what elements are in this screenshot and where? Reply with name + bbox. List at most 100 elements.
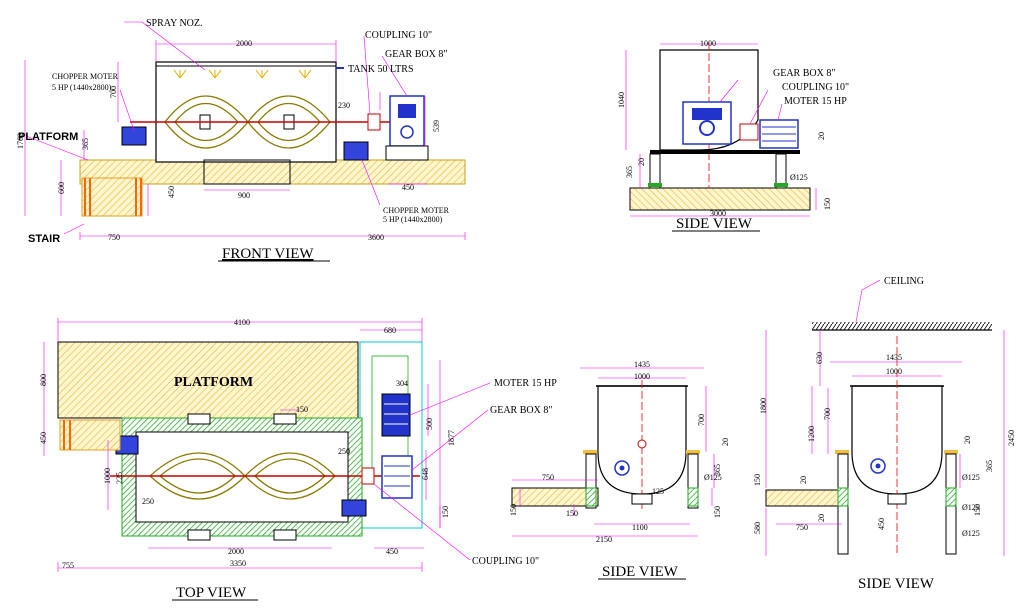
side3-dim-750: 750 [796, 523, 808, 532]
side2-platform [511, 487, 599, 507]
side3-dim-365: 365 [985, 460, 994, 472]
side1-base [629, 187, 811, 211]
side2-dim-1435: 1435 [634, 360, 650, 369]
dim-600: 600 [57, 182, 66, 194]
side1-label-gearbox: GEAR BOX 8" [773, 68, 835, 79]
side2-dim-700: 700 [697, 414, 706, 426]
spray-nozzles [173, 69, 312, 79]
side3-dim-125c: Ø125 [962, 529, 980, 538]
label-chopper-1a: CHOPPER MOTER [52, 72, 119, 81]
front-view-title: FRONT VIEW [222, 246, 314, 262]
side-view-3: CEILING 1435 1000 630 1800 1200 700 2450… [753, 276, 1016, 592]
front-dimensions [24, 40, 466, 240]
side3-dim-1435: 1435 [886, 353, 902, 362]
dim-1762: 1762 [16, 133, 25, 149]
side1-dim-1040: 1040 [617, 92, 626, 108]
side3-dim-150b: 150 [973, 504, 982, 516]
side-view-1: 1000 1040 20 20 365 Ø125 3000 150 GEAR B… [617, 39, 849, 232]
label-tank: TANK 50 LTRS [348, 64, 414, 75]
top-gearbox [381, 455, 413, 499]
side1-label-coupling: COUPLING 10" [782, 82, 849, 93]
side2-dim-1100: 1100 [632, 523, 648, 532]
label-ceiling: CEILING [884, 276, 924, 287]
side3-dim-125a: Ø125 [962, 473, 980, 482]
top-dim-150b: 150 [441, 506, 450, 518]
chopper-motor-right [343, 141, 369, 161]
side2-dim-150a: 150 [509, 504, 518, 516]
side3-dim-450: 450 [877, 518, 886, 530]
label-platform: PLATFORM [18, 131, 78, 143]
side1-coupling [739, 123, 759, 141]
side2-dim-750: 750 [542, 473, 554, 482]
side3-dim-125b: Ø125 [962, 503, 980, 512]
top-dim-2000: 2000 [228, 547, 244, 556]
top-coupling [361, 467, 375, 485]
side2-dim-125: Ø125 [704, 473, 722, 482]
side2-title: SIDE VIEW [602, 564, 679, 580]
label-chopper-2a: CHOPPER MOTER [383, 206, 450, 215]
side3-dim-20b: 20 [799, 476, 808, 484]
side2-dim-1000: 1000 [634, 372, 650, 381]
side2-dim-365: 365 [713, 464, 722, 476]
top-dim-800: 800 [39, 374, 48, 386]
dim-450a: 450 [402, 183, 414, 192]
side1-dim-20b: 20 [817, 132, 826, 140]
side3-dim-1200: 1200 [807, 426, 816, 442]
side3-dim-150a: 150 [753, 474, 762, 486]
dim-2000: 2000 [236, 39, 252, 48]
mixer-tank [155, 61, 337, 163]
side2-dim-125b: 125 [652, 487, 664, 496]
top-dim-755: 755 [62, 561, 74, 570]
top-dim-648: 648 [421, 468, 430, 480]
chopper-motor-left [121, 126, 147, 146]
label-stair: STAIR [28, 233, 60, 245]
side3-dim-2450: 2450 [1007, 430, 1016, 446]
label-spray-nozzle: SPRAY NOZ. [146, 18, 203, 29]
top-motor [381, 393, 411, 437]
top-label-motor: MOTER 15 HP [494, 378, 557, 389]
top-dim-250b: 250 [142, 497, 154, 506]
side2-dim-2150: 2150 [596, 535, 612, 544]
stair-block [81, 177, 143, 217]
dim-450b: 450 [167, 186, 176, 198]
front-view: SPRAY NOZ. COUPLING 10" GEAR BOX 8" TANK… [16, 18, 466, 262]
dim-3600: 3600 [368, 233, 384, 242]
side3-platform [765, 489, 843, 507]
top-view: 4100 680 304 800 150 450 1000 225 250 25… [39, 318, 557, 601]
dim-900: 900 [238, 191, 250, 200]
side2-dim-150c: 150 [713, 506, 722, 518]
side-view-2: 1435 1000 700 20 365 750 150 150 150 Ø12… [509, 360, 730, 580]
dim-750: 750 [108, 233, 120, 242]
side3-dim-20a: 20 [963, 436, 972, 444]
side2-dim-150b: 150 [566, 509, 578, 518]
top-dim-304: 304 [396, 379, 408, 388]
side3-dim-1000: 1000 [886, 367, 902, 376]
top-dim-3350: 3350 [230, 559, 246, 568]
label-gearbox: GEAR BOX 8" [385, 49, 447, 60]
top-dim-500: 500 [425, 418, 434, 430]
side3-dim-20c: 20 [817, 514, 826, 522]
label-chopper-2b: 5 HP (1440x2800) [383, 215, 443, 224]
top-label-platform: PLATFORM [174, 375, 253, 390]
dim-230: 230 [338, 101, 350, 110]
label-coupling: COUPLING 10" [365, 30, 432, 41]
side3-dim-630: 630 [815, 352, 824, 364]
top-label-coupling: COUPLING 10" [472, 556, 539, 567]
top-dim-250a: 250 [338, 447, 350, 456]
ceiling-hatch [812, 322, 992, 330]
top-dim-150: 150 [296, 405, 308, 414]
side1-label-motor: MOTER 15 HP [784, 96, 847, 107]
dim-700: 700 [109, 86, 118, 98]
top-dim-680: 680 [384, 326, 396, 335]
side1-dim-1000: 1000 [700, 39, 716, 48]
top-dim-1877: 1877 [447, 430, 456, 446]
side1-dim-20a: 20 [637, 158, 646, 166]
top-chopper-right [341, 499, 367, 517]
top-dim-4100: 4100 [234, 318, 250, 327]
top-dimensions [43, 318, 491, 572]
top-dim-1000: 1000 [103, 468, 112, 484]
label-chopper-1b: 5 HP (1440x2800) [52, 83, 112, 92]
side1-dim-150: 150 [823, 198, 832, 210]
top-dim-450: 450 [39, 432, 48, 444]
